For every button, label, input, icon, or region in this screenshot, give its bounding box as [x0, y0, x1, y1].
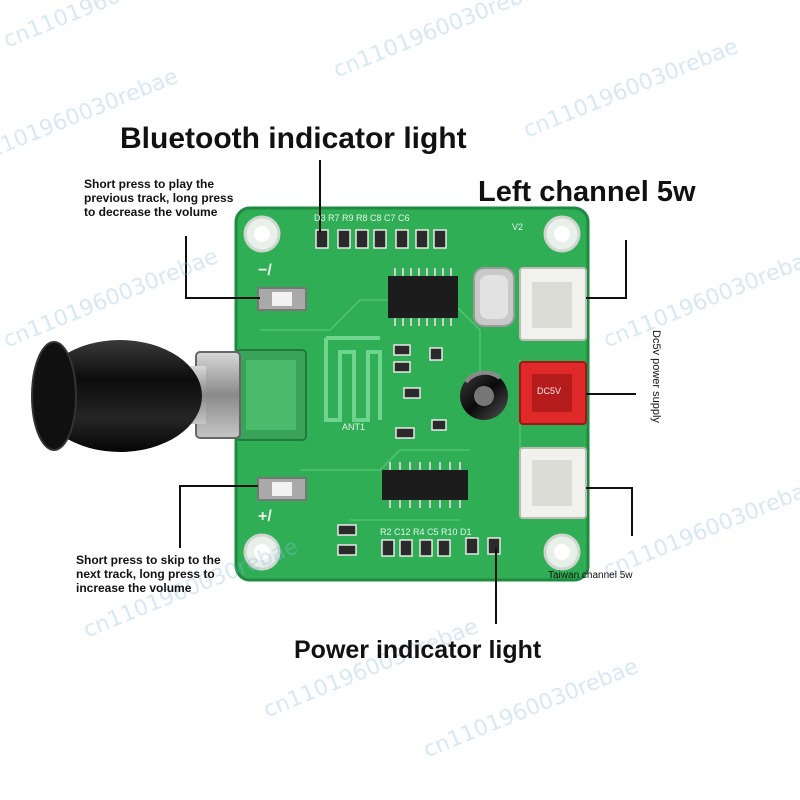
silkscreen-antenna: ANT1 — [342, 422, 366, 432]
crystal-oscillator — [473, 267, 515, 327]
potentiometer-body — [235, 349, 307, 441]
pcb-board — [234, 206, 590, 582]
next-track-label: Short press to skip to the next track, l… — [76, 553, 221, 595]
next-track-leader-line — [179, 485, 258, 548]
mounting-hole — [543, 533, 581, 571]
power-indicator-label: Power indicator light — [294, 636, 542, 664]
prev-track-label: Short press to play the previous track, … — [84, 177, 234, 219]
silkscreen-top-parts: D3 R7 R9 R8 C8 C7 C6 — [314, 213, 410, 223]
amplifier-chip — [382, 462, 468, 508]
right-channel-connector — [519, 447, 587, 519]
mounting-hole — [243, 215, 281, 253]
silkscreen-dc-port: DC5V — [537, 386, 562, 396]
silkscreen-plus-key: +/ — [258, 508, 272, 525]
mounting-hole — [543, 215, 581, 253]
bluetooth-chip — [388, 268, 458, 326]
smd-components-middle — [393, 344, 447, 439]
prev-track-leader-line — [185, 236, 260, 299]
smd-components-top — [315, 229, 447, 249]
left-channel-leader-line — [586, 240, 627, 299]
silkscreen-minus-key: −/ — [258, 262, 272, 279]
right-channel-label: Taiwan channel 5w — [548, 570, 633, 581]
silkscreen-version: V2 — [512, 222, 524, 232]
right-channel-leader-line — [586, 487, 633, 536]
dc-power-connector[interactable] — [519, 361, 587, 425]
leader-lines — [179, 160, 636, 624]
silkscreen-bottom-parts: R2 C12 R4 C5 R10 D1 — [380, 527, 472, 537]
volume-knob[interactable] — [31, 340, 241, 452]
volume-up-button[interactable] — [257, 477, 307, 501]
dc-power-label: Dc5v power supply — [650, 330, 662, 423]
mounting-hole — [243, 533, 281, 571]
volume-down-button[interactable] — [257, 287, 307, 311]
left-channel-connector — [519, 267, 587, 341]
electrolytic-capacitor — [460, 370, 508, 420]
bluetooth-indicator-label: Bluetooth indicator light — [120, 122, 467, 155]
pcb-antenna — [324, 336, 382, 422]
left-channel-label: Left channel 5w — [478, 176, 696, 208]
